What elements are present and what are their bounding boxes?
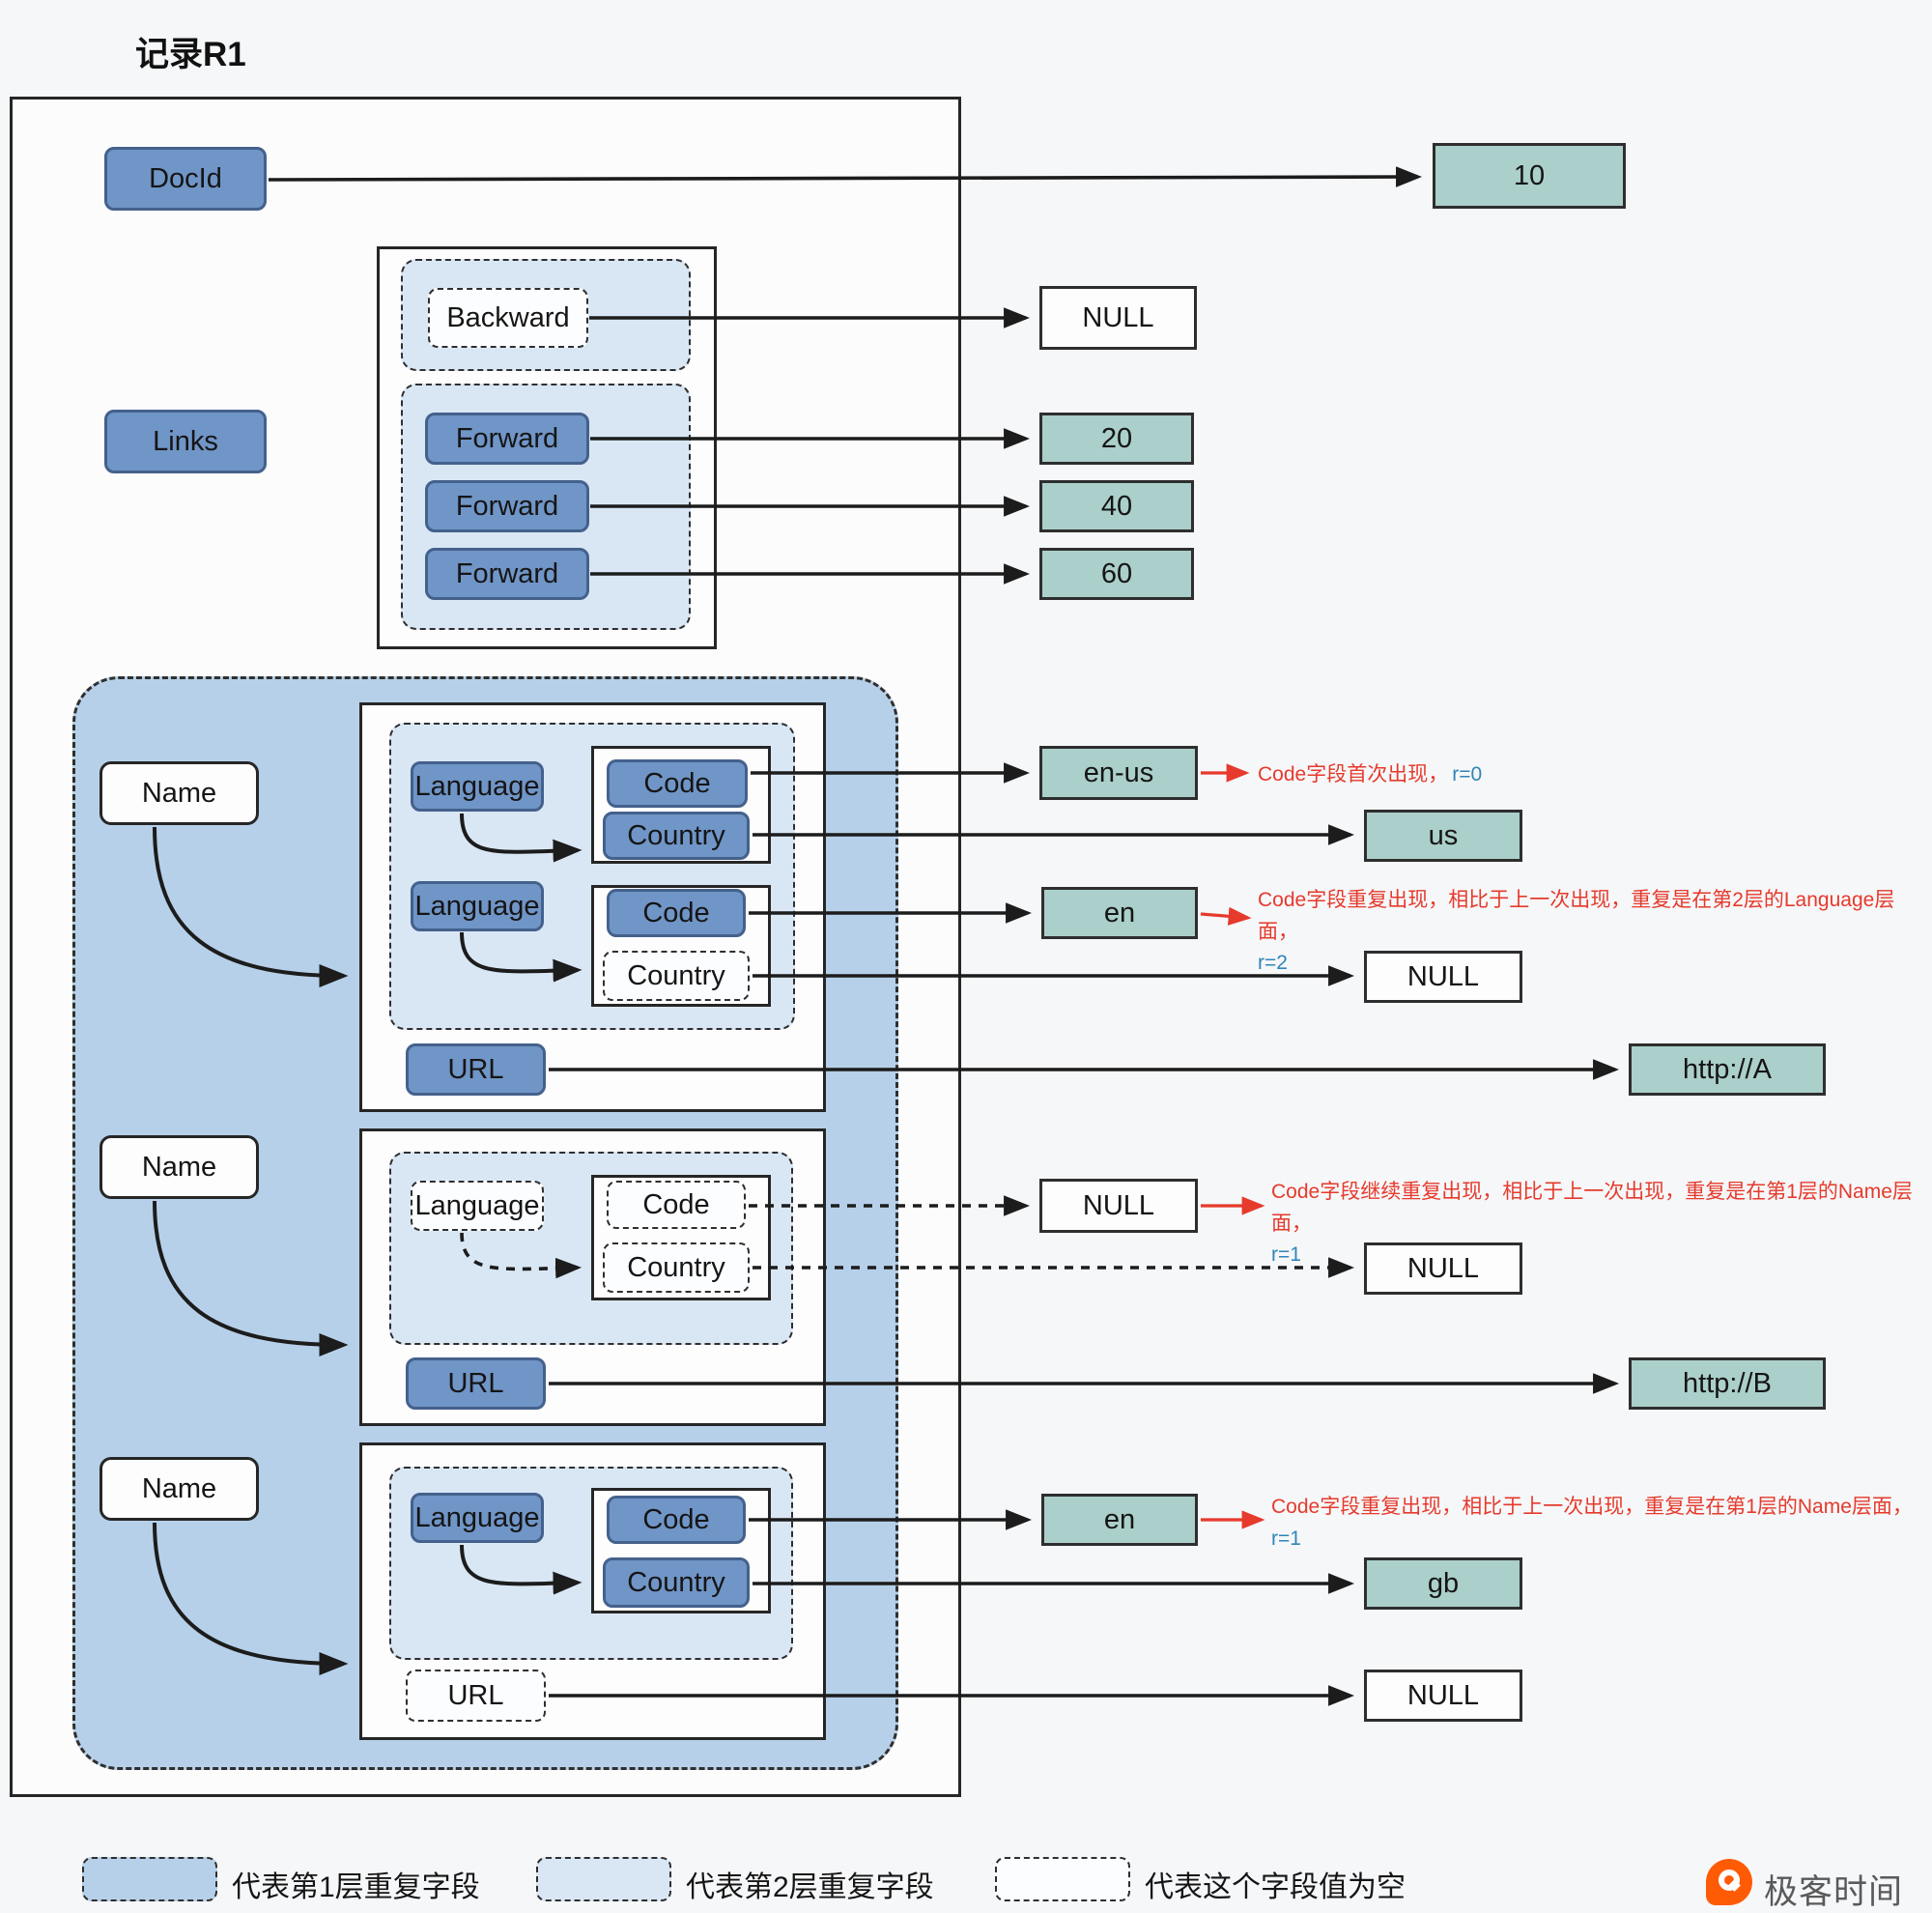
- field-language-3: Language: [411, 1493, 544, 1543]
- value-docid: 10: [1433, 143, 1626, 209]
- annotation-text: Code字段重复出现，相比于上一次出现，重复是在第1层的Name层面，: [1271, 1496, 1913, 1518]
- field-url-1: URL: [406, 1043, 546, 1096]
- field-code-1b: Code: [607, 889, 746, 937]
- value-code-1b: en: [1041, 887, 1198, 939]
- annotation-r0: Code字段首次出现，r=0: [1258, 759, 1799, 791]
- geektime-logo-text: 极客时间: [1764, 1873, 1904, 1911]
- record-title: 记录R1: [135, 36, 246, 73]
- field-name-2: Name: [99, 1135, 259, 1199]
- value-code-1a: en-us: [1039, 746, 1198, 800]
- field-forward-3: Forward: [425, 548, 589, 600]
- annotation-text: Code字段首次出现，: [1258, 763, 1449, 785]
- field-country-1a: Country: [603, 812, 750, 860]
- field-backward: Backward: [428, 288, 588, 348]
- field-language-1a: Language: [411, 761, 544, 812]
- field-links: Links: [104, 410, 267, 473]
- value-country-2-null: NULL: [1364, 1242, 1522, 1295]
- value-url-1: http://A: [1629, 1043, 1826, 1096]
- field-country-1b-empty: Country: [603, 951, 750, 1001]
- legend-label-level2: 代表第2层重复字段: [686, 1871, 934, 1903]
- value-country-1b-null: NULL: [1364, 951, 1522, 1003]
- field-code-2-empty: Code: [607, 1181, 746, 1229]
- value-backward-null: NULL: [1039, 286, 1197, 350]
- field-country-3: Country: [603, 1557, 750, 1608]
- value-forward-3: 60: [1039, 548, 1194, 600]
- value-country-3: gb: [1364, 1557, 1522, 1610]
- field-forward-1: Forward: [425, 413, 589, 465]
- field-docid: DocId: [104, 147, 267, 211]
- annotation-r2: Code字段重复出现，相比于上一次出现，重复是在第2层的Language层面， r…: [1258, 885, 1932, 980]
- value-url-3-null: NULL: [1364, 1670, 1522, 1722]
- legend-swatch-empty: [995, 1857, 1130, 1901]
- annotation-r-value: r=1: [1271, 1243, 1301, 1267]
- field-language-2-empty: Language: [411, 1181, 544, 1231]
- geektime-logo-icon: [1706, 1859, 1752, 1905]
- value-forward-2: 40: [1039, 480, 1194, 532]
- annotation-text: Code字段继续重复出现，相比于上一次出现，重复是在第1层的Name层面，: [1271, 1181, 1913, 1235]
- legend-swatch-level1: [82, 1857, 217, 1901]
- annotation-r1-b: Code字段重复出现，相比于上一次出现，重复是在第1层的Name层面， r=1: [1271, 1492, 1932, 1555]
- annotation-text: Code字段重复出现，相比于上一次出现，重复是在第2层的Language层面，: [1258, 889, 1895, 943]
- annotation-r1-a: Code字段继续重复出现，相比于上一次出现，重复是在第1层的Name层面， r=1: [1271, 1177, 1932, 1271]
- red-arrow-annotation-r2: [1200, 906, 1252, 926]
- field-url-2: URL: [406, 1357, 546, 1410]
- value-code-2-null: NULL: [1039, 1179, 1198, 1233]
- field-name-1: Name: [99, 761, 259, 825]
- logo-q-glyph: [1719, 1870, 1740, 1891]
- field-code-3: Code: [607, 1496, 746, 1544]
- field-code-1a: Code: [607, 759, 748, 808]
- value-country-1a: us: [1364, 810, 1522, 862]
- value-code-3: en: [1041, 1494, 1198, 1546]
- legend-label-level1: 代表第1层重复字段: [232, 1871, 480, 1903]
- annotation-r-value: r=1: [1271, 1527, 1301, 1550]
- value-url-2: http://B: [1629, 1357, 1826, 1410]
- field-forward-2: Forward: [425, 480, 589, 532]
- value-forward-1: 20: [1039, 413, 1194, 465]
- legend-label-empty: 代表这个字段值为空: [1145, 1871, 1406, 1903]
- field-country-2-empty: Country: [603, 1242, 750, 1293]
- field-url-3-empty: URL: [406, 1670, 546, 1722]
- legend-swatch-level2: [536, 1857, 671, 1901]
- field-language-1b: Language: [411, 881, 544, 931]
- annotation-r-value: r=0: [1452, 763, 1483, 785]
- field-name-3: Name: [99, 1457, 259, 1521]
- annotation-r-value: r=2: [1258, 952, 1288, 975]
